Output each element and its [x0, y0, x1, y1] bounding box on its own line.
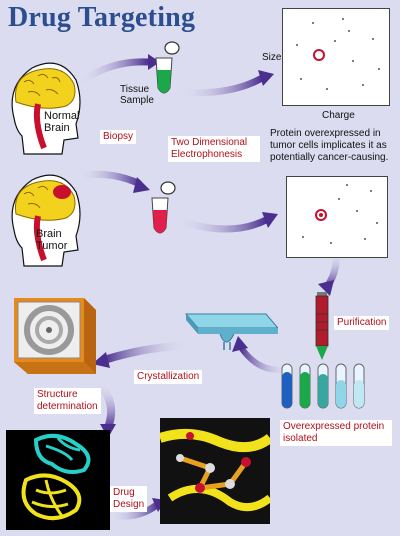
arrowhead-3 — [133, 177, 150, 193]
arrow-brain-to-tube-2 — [77, 170, 142, 188]
tube-3 — [317, 363, 329, 409]
brain-tumor-label-line-1: Brain — [36, 228, 62, 240]
overexpressed-spot — [319, 213, 323, 217]
tissue-sample-label-line-2: Sample — [120, 95, 154, 106]
tumor-spot — [53, 185, 71, 199]
normal-brain-label-line-1: Normal — [44, 110, 80, 122]
arrowhead-1 — [148, 54, 160, 70]
structure-determination-line-2: determination — [37, 401, 98, 412]
brainstem — [33, 215, 47, 262]
normal-brain-label: Normal Brain — [44, 110, 79, 134]
arrow-tube-to-gel-1 — [179, 74, 264, 97]
charge-axis-label: Charge — [322, 110, 355, 121]
size-axis-label: Size — [262, 52, 282, 63]
electrophoresis-label: Two Dimensional Electrophonesis — [168, 136, 260, 162]
gel-normal — [282, 8, 390, 106]
arrow-tray-to-box — [102, 342, 189, 364]
arrowhead-6 — [232, 336, 248, 352]
tube-5 — [353, 363, 365, 409]
purification-syringe — [315, 292, 329, 360]
protein-structure-image — [6, 430, 110, 530]
gel-tumor-spots — [302, 184, 378, 244]
arrowhead-5 — [318, 280, 334, 296]
arrowhead-7 — [92, 352, 110, 368]
drug-design-line-2: Design — [113, 499, 145, 510]
tray-well — [219, 333, 235, 343]
structure-determination-label: Structure determination — [34, 388, 101, 414]
highlight-circle — [313, 49, 325, 61]
brain-shape — [14, 68, 76, 109]
tissue-sample-label-line-1: Tissue — [120, 84, 150, 95]
purification-label: Purification — [334, 316, 390, 330]
protein-note-line-3: potentially cancer-causing. — [270, 152, 389, 163]
tube-2 — [299, 363, 311, 409]
arrow-box-to-structure — [93, 378, 115, 430]
diffraction-box — [14, 298, 96, 374]
tube-cap — [164, 41, 180, 55]
cyan-chain — [33, 433, 91, 474]
arrowhead-2 — [258, 70, 274, 86]
tube-1 — [281, 363, 293, 409]
drug-design-label: Drug Design — [110, 486, 148, 512]
page-title: Drug Targeting — [8, 2, 196, 33]
normal-brain-label-line-2: Brain — [44, 122, 70, 134]
overexpressed-isolated-label: Overexpressed protein isolated — [280, 420, 392, 446]
tissue-sample-tube — [155, 41, 180, 94]
highlight-circle — [315, 209, 327, 221]
crystallization-label: Crystallization — [134, 370, 203, 384]
drug-design-line-1: Drug — [113, 487, 135, 498]
electrophoresis-label-line-1: Two Dimensional — [171, 137, 248, 148]
protein-note-line-1: Protein overexpressed in — [270, 128, 381, 139]
biopsy-label: Biopsy — [100, 130, 137, 144]
arrow-structure-to-design — [109, 501, 161, 520]
overexpressed-isolated-line-1: Overexpressed protein — [283, 421, 385, 432]
tube-cap — [160, 181, 176, 195]
crystallization-tray — [184, 313, 278, 350]
gel-normal-spots — [296, 18, 380, 90]
electrophoresis-label-line-2: Electrophonesis — [171, 149, 243, 160]
brain-tumor-label-line-2: Tumor — [36, 240, 68, 252]
arrowhead-4 — [262, 212, 278, 228]
brainstem — [33, 103, 47, 150]
tumor-sample-tube — [151, 181, 176, 234]
yellow-chain — [21, 473, 82, 521]
diffraction-ring — [24, 305, 74, 355]
arrow-brain-to-tube-1 — [75, 58, 149, 87]
drug-design-image — [160, 418, 270, 524]
tissue-sample-label: Tissue Sample — [120, 84, 154, 106]
overexpressed-isolated-line-2: isolated — [283, 433, 318, 444]
protein-note: Protein overexpressed in tumor cells imp… — [270, 128, 398, 164]
structure-determination-line-1: Structure — [37, 389, 78, 400]
tumor-brain-head — [11, 174, 81, 267]
arrow-tube-to-gel-2 — [174, 216, 268, 233]
protein-tubes — [281, 363, 365, 409]
protein-note-line-2: tumor cells implicates it as — [270, 140, 387, 151]
normal-brain-head — [11, 62, 81, 155]
gel-tumor — [286, 176, 388, 258]
brain-tumor-label: Brain Tumor — [36, 228, 67, 252]
tube-4 — [335, 363, 347, 409]
